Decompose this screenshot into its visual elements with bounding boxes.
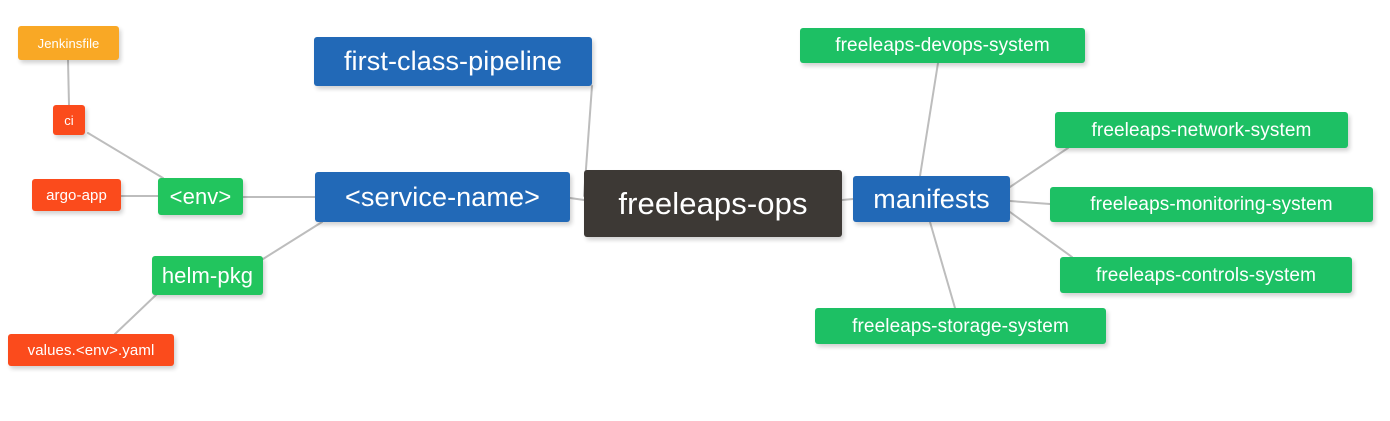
edge-root-manifests xyxy=(841,198,854,201)
node-helm-pkg[interactable]: helm-pkg xyxy=(152,256,263,295)
node-freeleaps-devops-system[interactable]: freeleaps-devops-system xyxy=(800,28,1085,63)
node-freeleaps-controls-system[interactable]: freeleaps-controls-system xyxy=(1060,257,1352,293)
node-freeleaps-network-system[interactable]: freeleaps-network-system xyxy=(1055,112,1348,148)
edge-manifests-monitoring-system xyxy=(1009,200,1051,205)
node-first-class-pipeline[interactable]: first-class-pipeline xyxy=(314,37,592,86)
edge-env-ci xyxy=(87,132,164,179)
edge-service-name-helm-pkg xyxy=(262,221,323,260)
edge-ci-jenkinsfile xyxy=(67,59,70,106)
node-service-name[interactable]: <service-name> xyxy=(315,172,570,222)
node-freeleaps-ops[interactable]: freeleaps-ops xyxy=(584,170,842,237)
edge-root-service-name xyxy=(569,197,585,201)
node-manifests[interactable]: manifests xyxy=(853,176,1010,222)
node-ci[interactable]: ci xyxy=(53,105,85,135)
node-env[interactable]: <env> xyxy=(158,178,243,215)
node-values-env-yaml[interactable]: values.<env>.yaml xyxy=(8,334,174,366)
edge-manifests-storage-system xyxy=(929,221,956,309)
node-freeleaps-monitoring-system[interactable]: freeleaps-monitoring-system xyxy=(1050,187,1373,222)
edge-manifests-devops-system xyxy=(919,62,939,177)
edge-helm-pkg-values-yaml xyxy=(114,293,158,335)
node-jenkinsfile[interactable]: Jenkinsfile xyxy=(18,26,119,60)
node-argo-app[interactable]: argo-app xyxy=(32,179,121,211)
edge-manifests-network-system xyxy=(1009,147,1069,188)
node-freeleaps-storage-system[interactable]: freeleaps-storage-system xyxy=(815,308,1106,344)
